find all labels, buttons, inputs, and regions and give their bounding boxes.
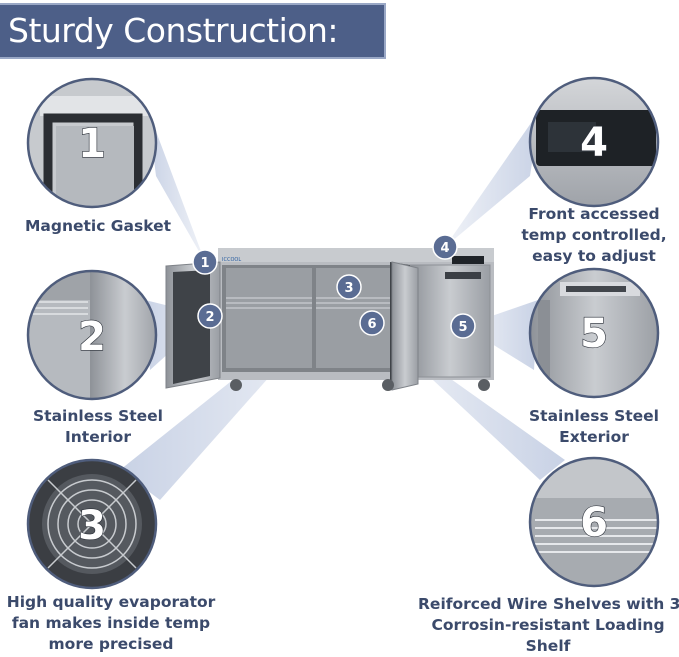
title-banner: Sturdy Construction: [0, 3, 386, 59]
label-stainless-interior: Stainless Steel Interior [33, 407, 163, 446]
svg-text:2: 2 [78, 314, 106, 360]
brand-logo: ICCOOL [222, 257, 241, 263]
svg-text:6: 6 [580, 500, 608, 546]
label-wire-shelves: Reiforced Wire Shelves with 3 Corrosin-r… [418, 595, 679, 655]
detail-circle-exterior: 5 [528, 267, 660, 399]
svg-text:3: 3 [78, 503, 106, 549]
detail-circle-interior: 2 [26, 269, 158, 401]
svg-text:1: 1 [200, 256, 209, 271]
marker-5: 5 [450, 313, 476, 339]
svg-text:5: 5 [458, 320, 467, 335]
svg-text:4: 4 [440, 241, 449, 256]
detail-circle-shelves: 6 [528, 456, 660, 588]
detail-circle-gasket: 1 [26, 77, 158, 209]
label-evaporator-fan: High quality evaporator fan makes inside… [6, 593, 216, 653]
marker-6: 6 [359, 310, 385, 336]
page-title: Sturdy Construction: [8, 11, 339, 50]
svg-text:4: 4 [580, 120, 608, 166]
detail-circle-controller: 4 [528, 76, 660, 208]
svg-text:3: 3 [344, 281, 353, 296]
detail-circle-fan: 3 [26, 458, 158, 590]
marker-3: 3 [336, 274, 362, 300]
label-magnetic-gasket: Magnetic Gasket [24, 217, 172, 235]
svg-text:5: 5 [580, 311, 608, 357]
svg-text:1: 1 [78, 121, 106, 167]
marker-2: 2 [197, 303, 223, 329]
marker-4: 4 [432, 234, 458, 260]
refrigerator: ICCOOL [165, 248, 494, 391]
marker-1: 1 [192, 249, 218, 275]
svg-text:6: 6 [367, 317, 376, 332]
label-temp-control: Front accessed temp controlled, easy to … [521, 205, 667, 265]
svg-text:2: 2 [205, 310, 214, 325]
label-stainless-exterior: Stainless Steel Exterior [529, 407, 659, 446]
